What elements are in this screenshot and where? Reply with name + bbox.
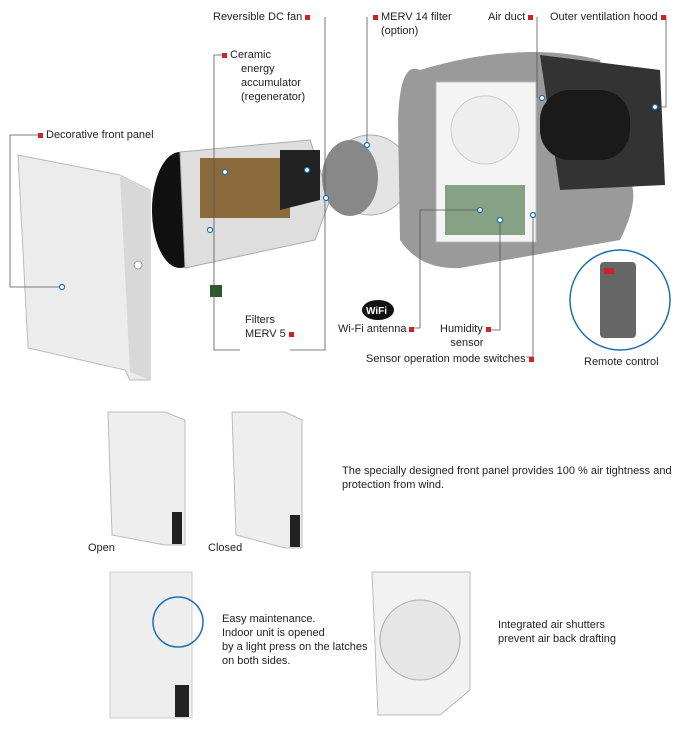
wall-section xyxy=(398,52,665,269)
panel-description: The specially designed front panel provi… xyxy=(342,465,672,491)
label-air-duct: Air duct xyxy=(488,10,536,24)
label-front-panel: Decorative front panel xyxy=(35,128,154,142)
air-shutters-illustration xyxy=(371,571,471,716)
regenerator-cylinder xyxy=(152,139,331,297)
merv14-filter xyxy=(322,134,411,216)
front-panel-illustration xyxy=(17,154,151,381)
svg-text:WiFi: WiFi xyxy=(366,306,387,317)
maintenance-illustration xyxy=(109,571,204,719)
wifi-logo-icon: WiFi xyxy=(362,300,394,320)
label-closed: Closed xyxy=(208,542,243,554)
label-fan: Reversible DC fan xyxy=(213,10,313,24)
panel-closed-illustration xyxy=(231,411,303,549)
label-remote: Remote control xyxy=(584,356,659,368)
label-wifi: Wi-Fi antenna xyxy=(338,322,417,336)
label-hood: Outer ventilation hood xyxy=(550,10,669,24)
label-switches: Sensor operation mode switches xyxy=(366,352,537,366)
remote-control-illustration xyxy=(569,249,671,351)
panel-open-illustration xyxy=(107,411,186,546)
label-open: Open xyxy=(88,542,115,554)
label-merv14: MERV 14 filter(option) xyxy=(370,10,452,38)
